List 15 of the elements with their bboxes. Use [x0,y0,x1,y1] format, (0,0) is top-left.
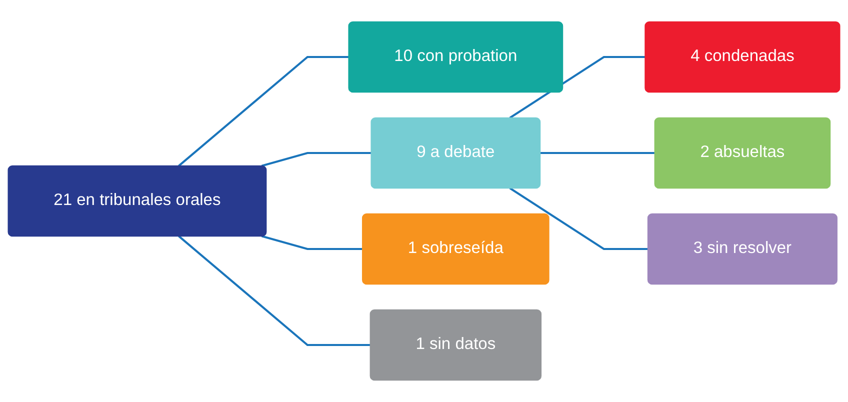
node-box: 4 condenadas [644,21,840,93]
node-box: 9 a debate [370,117,541,189]
node-box: 3 sin resolver [647,213,838,285]
connector [261,152,372,167]
node-box: 10 con probation [348,21,564,93]
node-box: 21 en tribunales orales [8,165,267,237]
node-box: 1 sobreseída [362,213,550,285]
connector [540,152,655,154]
node-box: 2 absueltas [654,117,831,189]
connector [509,56,646,119]
node-box: 1 sin datos [370,309,542,381]
connector [261,235,362,250]
connector [178,235,370,346]
connector [178,56,349,167]
connector [509,187,648,250]
